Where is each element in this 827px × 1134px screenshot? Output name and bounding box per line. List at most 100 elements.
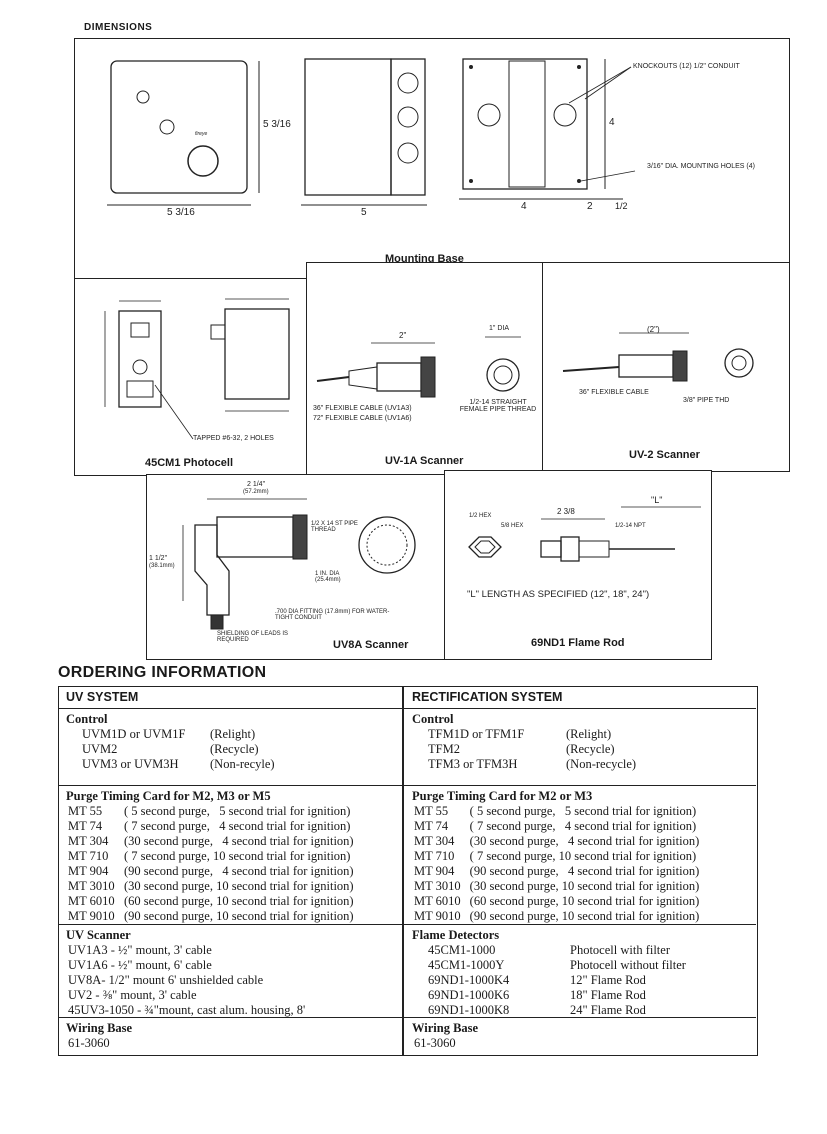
list-item: UV1A6 - ½" mount, 6' cable — [66, 958, 394, 973]
list-item: TFM2 (Recycle) — [412, 742, 748, 757]
purge-model: MT 6010 — [414, 894, 461, 908]
flame-rod-panel: 1/2 HEX 5/8 HEX 2 3/8 "L" 1/2-14 NPT "L"… — [444, 470, 712, 660]
mounting-base-dim-width: 5 3/16 — [167, 207, 195, 218]
control-model: TFM3 or TFM3H — [428, 757, 518, 771]
flame-rod-caption: 69ND1 Flame Rod — [531, 637, 625, 649]
ordering-title: ORDERING INFORMATION — [58, 664, 267, 681]
rect-wiring-value: 61-3060 — [414, 1036, 456, 1050]
purge-model: MT 9010 — [414, 909, 461, 923]
uv8a-dim-top: 2 1/4" — [247, 481, 266, 488]
uv8a-dim-top-mm: (57.2mm) — [243, 489, 269, 495]
mounting-base-dim-height: 5 3/16 — [263, 119, 291, 130]
rect-control-title: Control — [412, 712, 454, 726]
flame-rod-length-note: "L" LENGTH AS SPECIFIED (12", 18", 24") — [467, 589, 650, 600]
uv2-drawing — [562, 332, 754, 382]
control-note: (Non-recycle) — [566, 757, 637, 771]
rect-control-section: Control TFM1D or TFM1F(Relight)TFM2 (Recy… — [404, 709, 756, 786]
purge-desc: (90 second purge, 10 second trial for ig… — [124, 909, 354, 923]
uv1a-thread-note: 1/2-14 STRAIGHT FEMALE PIPE THREAD — [459, 399, 537, 413]
uv8a-shield-note: SHIELDING OF LEADS IS REQUIRED — [217, 631, 289, 643]
detector-desc: 18" Flame Rod — [570, 988, 646, 1002]
uv2-cable-note: 36" FLEXIBLE CABLE — [579, 389, 649, 396]
purge-desc: (30 second purge, 4 second trial for ign… — [469, 834, 700, 848]
uv8a-thread-note: 1/2 X 14 ST PIPE THREAD — [311, 521, 358, 533]
uv1a-panel: 2" 1" DIA 36" FLEXIBLE CABLE (UV1A3) 72"… — [306, 262, 544, 476]
list-item: MT 904 (90 second purge, 4 second trial f… — [412, 864, 748, 879]
purge-desc: (60 second purge, 10 second trial for ig… — [124, 894, 354, 908]
list-item: MT 6010(60 second purge, 10 second trial… — [412, 894, 748, 909]
rect-purge-title: Purge Timing Card for M2 or M3 — [412, 789, 593, 803]
list-item: 45UV3-1050 - ¾"mount, cast alum. housing… — [66, 1003, 394, 1018]
rect-purge-section: Purge Timing Card for M2 or M3 MT 55 ( 5 … — [404, 786, 756, 925]
control-note: (Recycle) — [566, 742, 615, 756]
uv1a-drawing — [316, 336, 521, 398]
list-item: MT 9010(90 second purge, 10 second trial… — [66, 909, 394, 924]
detector-desc: 12" Flame Rod — [570, 973, 646, 987]
item-text: UV2 - ⅜" mount, 3' cable — [68, 988, 197, 1002]
uv-purge-title: Purge Timing Card for M2, M3 or M5 — [66, 789, 271, 803]
list-item: TFM3 or TFM3H (Non-recycle) — [412, 757, 748, 772]
flame-rod-hex-1: 1/2 HEX — [469, 513, 492, 519]
purge-desc: ( 5 second purge, 5 second trial for ign… — [124, 804, 351, 818]
mounting-base-dim-2: 2 — [587, 201, 593, 212]
purge-model: MT 710 — [68, 849, 109, 863]
list-item: MT 904(90 second purge, 4 second trial f… — [66, 864, 394, 879]
control-note: (Relight) — [210, 727, 256, 741]
purge-desc: ( 7 second purge, 4 second trial for ign… — [124, 819, 351, 833]
flame-rod-hex-2: 5/8 HEX — [501, 523, 524, 529]
list-item: MT 55( 5 second purge, 5 second trial fo… — [66, 804, 394, 819]
list-item: 69ND1-1000K6 18" Flame Rod — [412, 988, 748, 1003]
purge-desc: (90 second purge, 10 second trial for ig… — [469, 909, 700, 923]
purge-desc: (30 second purge, 10 second trial for ig… — [124, 879, 354, 893]
uv8a-drawing — [182, 498, 416, 630]
purge-desc: ( 7 second purge, 4 second trial for ign… — [469, 819, 697, 833]
purge-desc: ( 5 second purge, 5 second trial for ign… — [469, 804, 697, 818]
uv1a-dim-dia: 1" DIA — [489, 325, 509, 332]
purge-model: MT 55 — [414, 804, 449, 818]
list-item: UVM3 or UVM3H(Non-recyle) — [66, 757, 394, 772]
uv-wiring-value: 61-3060 — [68, 1036, 110, 1050]
detector-model: 69ND1-1000K6 — [428, 988, 510, 1002]
mounting-base-dim-4-vert: 4 — [609, 117, 615, 128]
ordering-divider — [402, 686, 404, 1056]
purge-desc: ( 7 second purge, 10 second trial for ig… — [469, 849, 697, 863]
list-item: MT 74( 7 second purge, 4 second trial fo… — [66, 819, 394, 834]
uv-wiring-title: Wiring Base — [66, 1021, 133, 1035]
control-note: (Recycle) — [210, 742, 259, 756]
purge-desc: (90 second purge, 4 second trial for ign… — [124, 864, 354, 878]
control-model: UVM1D or UVM1F — [82, 727, 186, 741]
purge-desc: (30 second purge, 10 second trial for ig… — [469, 879, 700, 893]
dimensions-title: DIMENSIONS — [84, 22, 153, 33]
list-item: UV8A- 1/2" mount 6' unshielded cable — [66, 973, 394, 988]
control-note: (Relight) — [566, 727, 612, 741]
list-item: MT 55 ( 5 second purge, 5 second trial fo… — [412, 804, 748, 819]
purge-desc: (90 second purge, 4 second trial for ign… — [469, 864, 700, 878]
uv-control-title: Control — [66, 712, 108, 726]
item-text: UV1A6 - ½" mount, 6' cable — [68, 958, 212, 972]
list-item: TFM1D or TFM1F(Relight) — [412, 727, 748, 742]
detector-model: 45CM1-1000Y — [428, 958, 505, 972]
uv1a-cable-note-1: 36" FLEXIBLE CABLE (UV1A3) — [313, 405, 412, 412]
item-text: UV8A- 1/2" mount 6' unshielded cable — [68, 973, 264, 987]
mounting-base-drawing — [107, 58, 636, 206]
detector-model: 45CM1-1000 — [428, 943, 496, 957]
rect-wiring-section: Wiring Base 61-3060 — [404, 1018, 756, 1054]
list-item: UV2 - ⅜" mount, 3' cable — [66, 988, 394, 1003]
purge-model: MT 904 — [414, 864, 455, 878]
uv1a-cable-note-2: 72" FLEXIBLE CABLE (UV1A6) — [313, 415, 412, 422]
list-item: MT 9010 (90 second purge, 10 second trial… — [412, 909, 748, 924]
mounting-base-dim-4-horiz: 4 — [521, 201, 527, 212]
photocell-drawing — [104, 298, 290, 440]
knockouts-note: KNOCKOUTS (12) 1/2" CONDUIT — [633, 63, 740, 70]
purge-model: MT 304 — [414, 834, 455, 848]
uv-system-column: UV SYSTEM Control UVM1D or UVM1F(Relight… — [58, 686, 402, 1054]
uv2-dim-length: (2") — [647, 325, 660, 334]
photocell-tapped-note: TAPPED #6-32, 2 HOLES — [193, 435, 274, 442]
rect-detector-title: Flame Detectors — [412, 928, 500, 942]
item-text: UV1A3 - ½" mount, 3' cable — [68, 943, 212, 957]
photocell-caption: 45CM1 Photocell — [145, 457, 234, 469]
control-model: TFM2 — [428, 742, 460, 756]
